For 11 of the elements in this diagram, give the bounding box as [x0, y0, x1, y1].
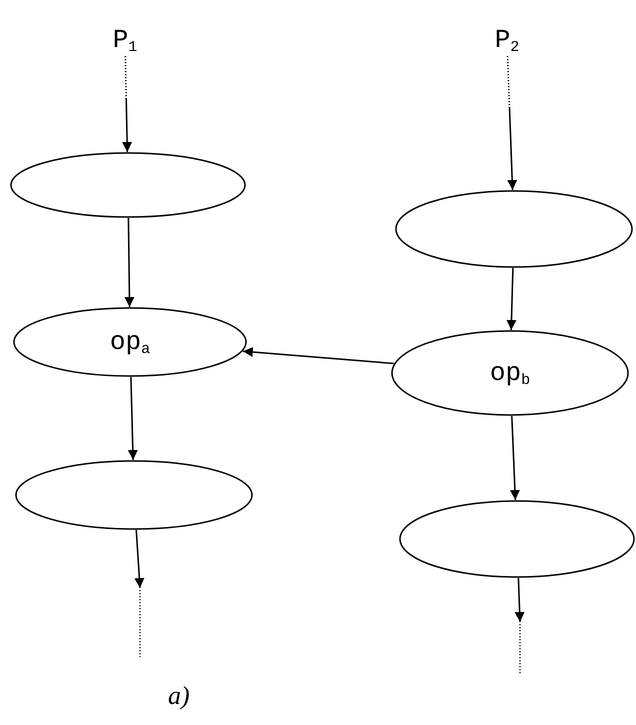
ellipse-node [399, 500, 635, 578]
ellipse-node [15, 460, 253, 530]
caption: a) [168, 683, 190, 709]
ellipse-node [395, 190, 633, 268]
process-label: P$_{2}$ [494, 27, 520, 53]
node-label: op$_{b}$ [490, 360, 530, 386]
node-label: op$_{a}$ [110, 329, 150, 355]
ellipse-node [391, 330, 629, 416]
ellipse-node [10, 152, 246, 218]
ellipse-node [13, 307, 247, 377]
process-label: P$_{1}$ [112, 27, 138, 53]
